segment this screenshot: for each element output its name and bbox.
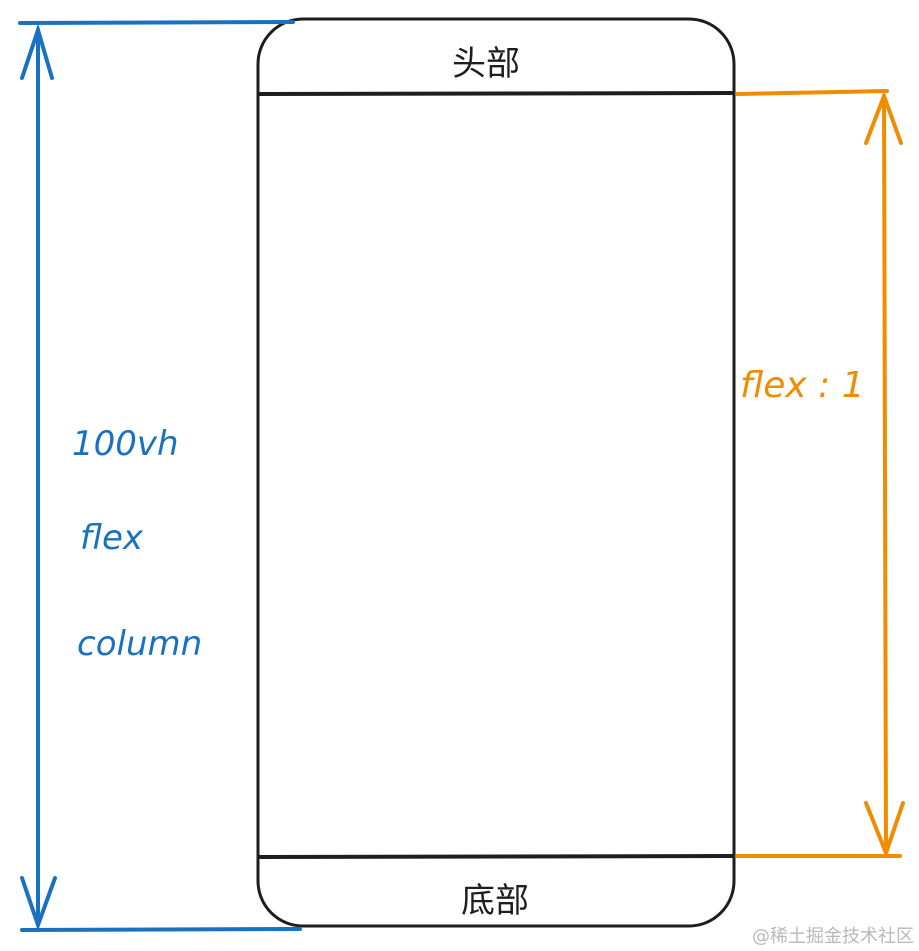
height-arrow-blue [18,20,302,932]
phone-frame [256,17,736,928]
header-divider [257,91,735,96]
header-label: 头部 [452,44,520,84]
annotation-100vh: 100vh [72,424,179,464]
footer-label: 底部 [461,881,529,921]
watermark: @稀土掘金技术社区 [752,926,914,947]
footer-divider [257,854,735,859]
annotation-flex-1: flex : 1 [740,365,865,406]
annotation-column: column [77,624,203,664]
annotation-flex: flex [80,518,144,558]
flex-arrow-orange [735,89,905,859]
